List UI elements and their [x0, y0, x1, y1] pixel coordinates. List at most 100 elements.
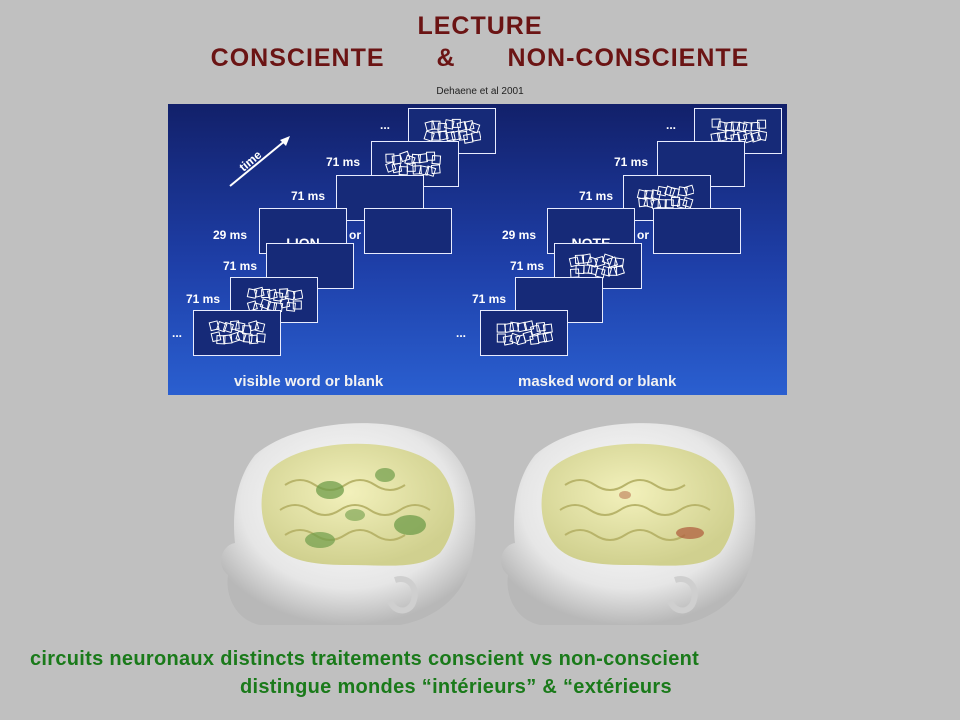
mask-square: [431, 120, 441, 130]
mask-square: [423, 130, 435, 142]
mask-square: [496, 333, 506, 343]
left-duration-3: 29 ms: [213, 228, 248, 242]
title-conscious: CONSCIENTE: [210, 44, 385, 72]
mask-square: [509, 332, 521, 345]
brain-renderings: [221, 423, 756, 625]
mask-square: [235, 330, 247, 343]
mask-square: [216, 335, 226, 345]
mask-square: [683, 184, 694, 196]
left-frame-mask-4: [193, 310, 281, 356]
mask-square: [462, 133, 474, 144]
mask-pattern-icon: [636, 184, 694, 210]
mask-square: [716, 131, 728, 142]
footer-line2: distingue mondes “intérieurs” & “extérie…: [240, 676, 672, 698]
mask-square: [385, 161, 397, 173]
mask-square: [750, 121, 760, 132]
activation-spot: [375, 468, 395, 482]
activation-spot: [619, 491, 631, 499]
mask-square: [594, 267, 606, 279]
right-duration-5: 71 ms: [472, 292, 507, 306]
head-nonconscious: [501, 423, 756, 625]
mask-square: [522, 330, 534, 342]
left-or-label: or: [349, 228, 361, 242]
mask-square: [424, 165, 437, 177]
left-duration-1: 71 ms: [326, 155, 361, 169]
mask-square: [568, 256, 580, 268]
mask-square: [248, 334, 259, 345]
mask-square: [222, 321, 235, 334]
mask-square: [717, 120, 728, 132]
left-caption: visible word or blank: [234, 373, 384, 390]
activation-spot: [676, 527, 704, 539]
right-duration-2: 71 ms: [579, 189, 614, 203]
mask-square: [406, 162, 416, 172]
mask-square: [650, 198, 662, 210]
activation-spot: [345, 509, 365, 521]
mask-square: [426, 151, 436, 161]
mask-square: [502, 335, 514, 346]
left-frame-alt-blank: [364, 208, 452, 254]
mask-square: [671, 196, 681, 206]
mask-square: [711, 118, 721, 128]
mask-square: [418, 165, 430, 176]
mask-square: [516, 321, 528, 333]
mask-square: [267, 288, 278, 300]
mask-square: [458, 130, 468, 141]
mask-square: [677, 186, 688, 197]
mask-square: [385, 153, 395, 163]
mask-square: [391, 162, 403, 174]
mask-square: [608, 266, 618, 276]
right-caption: masked word or blank: [518, 373, 677, 390]
right-frame-alt-blank: [653, 208, 741, 254]
mask-pattern-icon: [568, 253, 625, 279]
slide-title-line2: CONSCIENTE & NON-CONSCIENTE: [0, 44, 960, 73]
mask-square: [724, 129, 735, 140]
ellipsis-top-left: ...: [380, 118, 391, 132]
mask-square: [424, 120, 436, 132]
mask-square: [606, 256, 619, 268]
mask-square: [451, 118, 461, 128]
mask-square: [664, 199, 674, 209]
mask-square: [242, 333, 253, 343]
footer-line1: circuits neuronaux distincts traitements…: [30, 648, 700, 670]
left-duration-2: 71 ms: [291, 189, 326, 203]
mask-square: [229, 331, 241, 344]
mask-square: [412, 165, 422, 175]
mask-pattern-icon: [385, 150, 442, 177]
mask-square: [757, 119, 767, 129]
mask-square: [529, 324, 541, 336]
experiment-figure: time ... 71 ms 71 ms 29 ms LION or 71 ms…: [168, 104, 787, 395]
mask-square: [222, 334, 233, 345]
left-duration-4: 71 ms: [223, 259, 258, 273]
time-arrow-icon: [229, 136, 290, 187]
mask-square: [736, 121, 748, 133]
mask-square: [523, 320, 535, 332]
mask-square: [450, 130, 462, 142]
mask-square: [255, 332, 266, 343]
mask-square: [736, 130, 748, 141]
mask-pattern-icon: [208, 320, 266, 345]
mask-square: [743, 132, 755, 144]
slide-title-line1: LECTURE: [417, 12, 543, 40]
mask-square: [650, 189, 662, 200]
head-conscious: [221, 423, 476, 625]
mask-square: [535, 321, 546, 332]
activation-spot: [305, 532, 335, 548]
mask-square: [638, 197, 649, 208]
ellipsis-bottom-left: ...: [172, 326, 183, 340]
mask-square: [399, 150, 411, 163]
mask-square: [279, 288, 289, 298]
mask-square: [542, 323, 553, 334]
title-ampersand: &: [436, 44, 456, 72]
right-or-label: or: [637, 228, 649, 242]
mask-square: [730, 121, 741, 131]
mask-square: [254, 321, 266, 333]
mask-square: [657, 198, 667, 209]
right-duration-3: 29 ms: [502, 228, 537, 242]
mask-square: [468, 121, 481, 134]
mask-pattern-icon: [246, 286, 303, 314]
mask-square: [292, 289, 303, 301]
mask-square: [431, 154, 442, 165]
mask-pattern-icon: [710, 118, 767, 144]
activation-spot: [316, 481, 344, 499]
